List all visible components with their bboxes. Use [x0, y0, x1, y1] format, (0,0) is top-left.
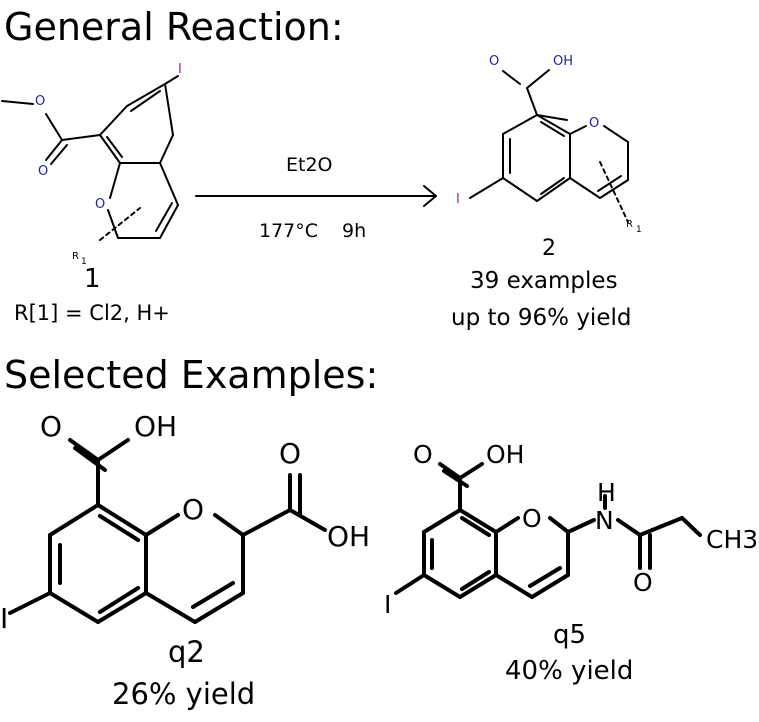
- reactant-compound-label: 1: [84, 264, 101, 294]
- q5-hydroxyl-label: OH: [486, 440, 525, 469]
- product-yield: up to 96% yield: [451, 305, 632, 331]
- example-q5-structure: [394, 462, 702, 599]
- reactant-r-group-definition: R[1] = Cl2, H+: [14, 301, 170, 325]
- reactant-r-label: R: [72, 251, 79, 262]
- q2-carbonyl-oxygen-label: O: [40, 410, 63, 443]
- reactant-iodine-label: I: [178, 62, 182, 77]
- reaction-time: 9h: [342, 220, 367, 242]
- reactant-ring-oxygen-label: O: [95, 197, 106, 212]
- q2-hydroxyl-label: OH: [134, 410, 178, 443]
- q5-nh-hydrogen-label: H: [597, 478, 616, 507]
- product-carbonyl-oxygen-label: O: [489, 54, 500, 69]
- product-r-subscript: 1: [636, 225, 642, 235]
- q5-compound-label: q5: [553, 620, 587, 650]
- q5-ring-oxygen-label: O: [522, 504, 542, 533]
- product-r-label: R: [626, 219, 633, 230]
- product-oh-label: OH: [553, 54, 574, 69]
- q5-amide-oxygen-label: O: [633, 568, 653, 597]
- q5-carbonyl-oxygen-label: O: [413, 440, 433, 469]
- q2-yield: 26% yield: [112, 677, 256, 711]
- q5-yield: 40% yield: [505, 656, 634, 686]
- product-compound-label: 2: [542, 236, 556, 261]
- q2-side-hydroxyl-label: OH: [327, 520, 371, 553]
- reactant-r-subscript: 1: [81, 257, 87, 267]
- reaction-solvent: Et2O: [286, 154, 333, 176]
- q2-compound-label: q2: [168, 635, 205, 669]
- q5-methyl-label: CH3: [706, 525, 759, 554]
- reaction-arrow: [195, 185, 437, 207]
- q2-iodine-label: I: [0, 602, 9, 635]
- q2-ring-oxygen-label: O: [182, 493, 205, 526]
- product-iodine-label: I: [456, 192, 460, 207]
- product-structure: [469, 69, 629, 223]
- q2-side-carbonyl-oxygen-label: O: [279, 437, 302, 470]
- product-scope: 39 examples: [470, 268, 618, 294]
- product-ring-oxygen-label: O: [589, 116, 600, 131]
- example-q2-structure: [8, 438, 327, 624]
- reactant-structure: [1, 75, 179, 241]
- general-reaction-heading: General Reaction:: [4, 5, 344, 49]
- reactant-carbonyl-oxygen-label: O: [38, 164, 49, 179]
- q5-iodine-label: I: [384, 590, 392, 619]
- q5-nitrogen-label: N: [595, 506, 614, 535]
- reactant-ester-oxygen-label: O: [35, 94, 46, 109]
- selected-examples-heading: Selected Examples:: [4, 353, 379, 397]
- reaction-temperature: 177°C: [259, 220, 319, 242]
